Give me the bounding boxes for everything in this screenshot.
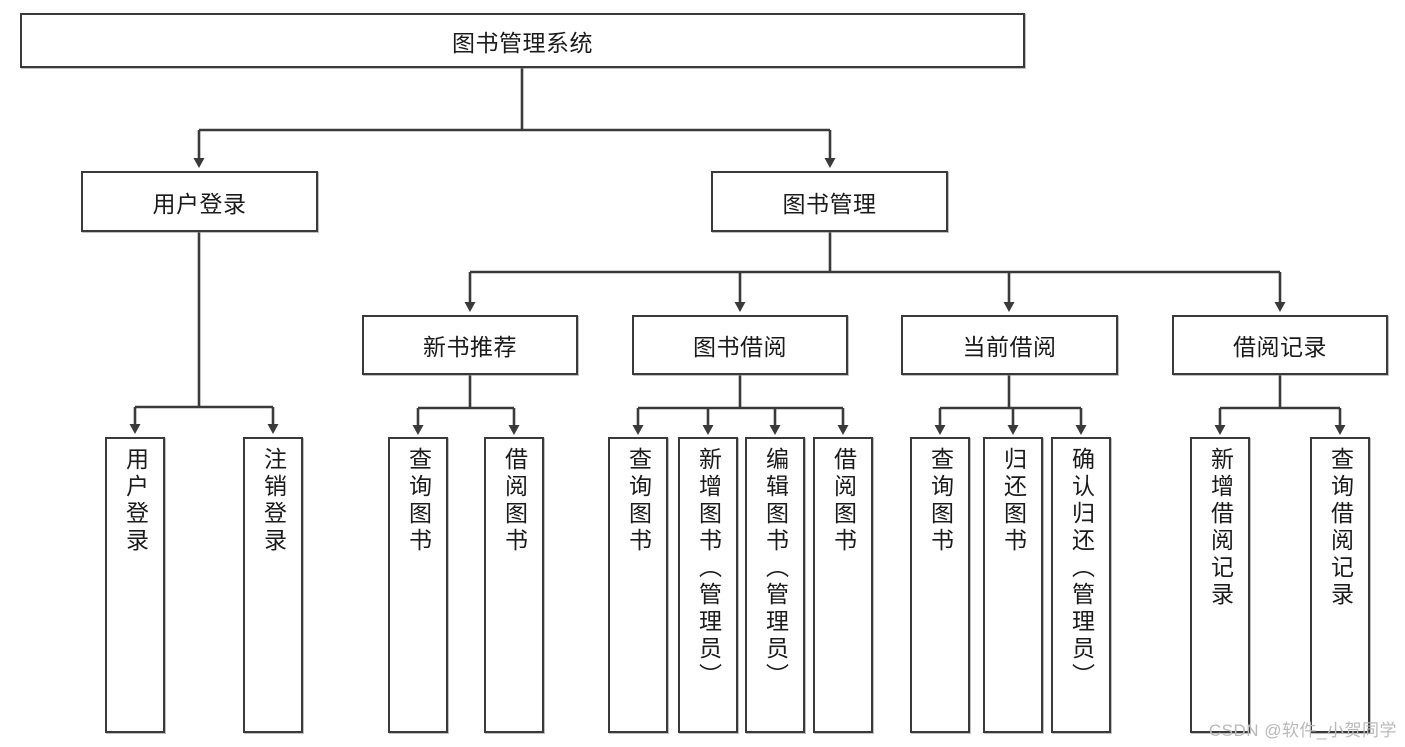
node-current-borrow: 当前借阅 [901, 315, 1118, 375]
watermark-text: CSDN @软件_小贺同学 [1208, 721, 1397, 740]
node-label: 归还图书 [1000, 447, 1027, 555]
node-label: 新增借阅记录 [1207, 447, 1234, 609]
node-leaf-borrow-book: 借阅图书 [813, 437, 873, 733]
node-label: 借阅图书 [501, 447, 528, 555]
node-system-title: 图书管理系统 [20, 13, 1025, 68]
node-label: 查询图书 [927, 447, 954, 555]
node-leaf-add-borrow-record: 新增借阅记录 [1190, 437, 1250, 733]
node-leaf-query-borrow-record: 查询借阅记录 [1310, 437, 1370, 733]
node-leaf-logout-login: 注销登录 [243, 437, 303, 733]
node-label: 用户登录 [122, 447, 149, 555]
node-label: 图书管理 [782, 190, 877, 217]
node-book-borrow: 图书借阅 [632, 315, 848, 375]
node-label: 当前借阅 [962, 334, 1057, 360]
node-borrow-record: 借阅记录 [1172, 315, 1388, 375]
node-leaf-query-book-current: 查询图书 [910, 437, 970, 733]
node-label: 借阅图书 [830, 447, 857, 555]
node-label: 新书推荐 [423, 334, 517, 360]
node-label: 确认归还（管理员） [1068, 447, 1095, 690]
node-leaf-query-book-recommend: 查询图书 [388, 437, 448, 733]
node-label: 图书管理系统 [452, 29, 593, 56]
node-label: 查询图书 [405, 447, 432, 555]
node-book-management: 图书管理 [711, 171, 948, 232]
node-leaf-add-book-admin: 新增图书（管理员） [678, 437, 738, 733]
node-leaf-edit-book-admin: 编辑图书（管理员） [745, 437, 805, 733]
node-label: 编辑图书（管理员） [762, 447, 789, 690]
node-label: 图书借阅 [693, 334, 787, 360]
node-label: 查询图书 [625, 447, 652, 555]
node-label: 注销登录 [260, 447, 287, 555]
node-leaf-return-book: 归还图书 [983, 437, 1043, 733]
node-leaf-query-book-borrow: 查询图书 [608, 437, 668, 733]
node-leaf-borrow-book-recommend: 借阅图书 [484, 437, 544, 733]
node-label: 新增图书（管理员） [695, 447, 722, 690]
node-new-book-recommend: 新书推荐 [362, 315, 578, 375]
node-label: 查询借阅记录 [1327, 447, 1354, 609]
node-leaf-confirm-return-admin: 确认归还（管理员） [1051, 437, 1111, 733]
node-user-login: 用户登录 [81, 171, 318, 232]
node-label: 用户登录 [152, 190, 247, 217]
node-leaf-user-login: 用户登录 [105, 437, 165, 733]
node-label: 借阅记录 [1233, 334, 1327, 360]
